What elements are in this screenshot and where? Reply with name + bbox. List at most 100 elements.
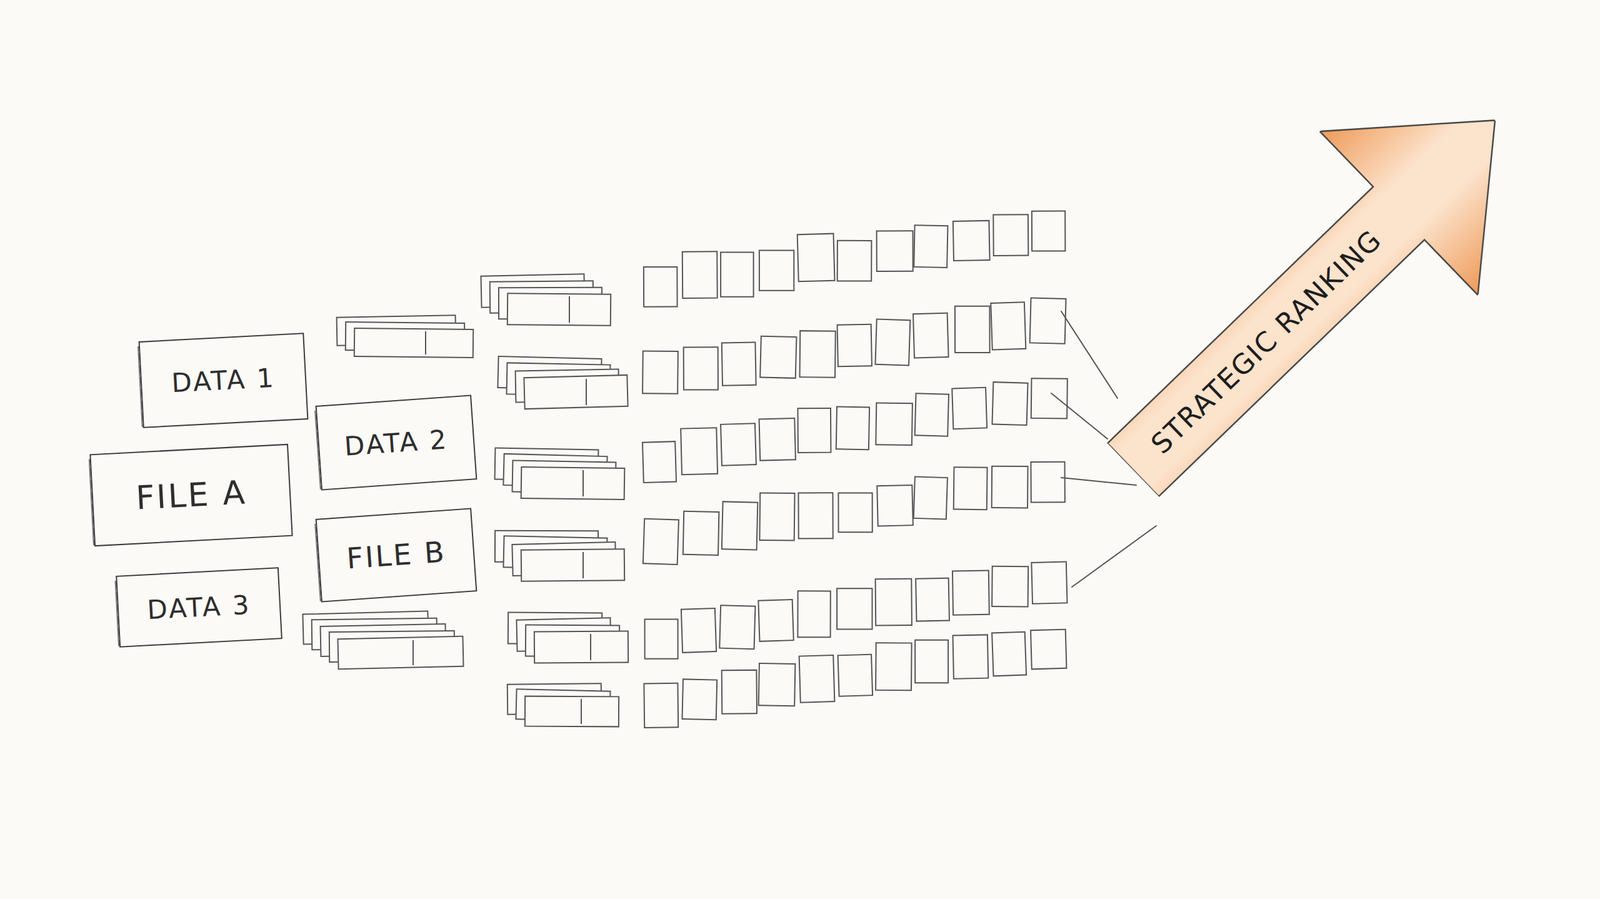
file-card bbox=[354, 328, 474, 358]
box-label: FILE B bbox=[345, 535, 447, 576]
data-square bbox=[838, 654, 874, 697]
box-label: DATA 3 bbox=[146, 589, 252, 626]
arrow-outline bbox=[1054, 38, 1575, 552]
data-square bbox=[913, 225, 948, 268]
data-square bbox=[681, 608, 717, 653]
data-square bbox=[642, 441, 677, 483]
data-square bbox=[991, 566, 1029, 607]
data-square bbox=[953, 466, 988, 510]
card-stack bbox=[336, 315, 474, 358]
card-stack bbox=[495, 448, 625, 500]
data-square bbox=[951, 387, 987, 429]
card-divider bbox=[582, 470, 584, 497]
data-square bbox=[760, 336, 797, 379]
card-divider bbox=[590, 633, 592, 660]
data-square bbox=[683, 346, 719, 390]
data-square bbox=[759, 250, 794, 290]
data-square bbox=[1030, 298, 1067, 344]
data-square bbox=[797, 590, 830, 637]
data-square bbox=[875, 402, 913, 445]
data-square bbox=[719, 605, 755, 649]
data-square bbox=[875, 642, 912, 690]
data-square bbox=[836, 588, 872, 629]
data-square bbox=[798, 492, 833, 539]
data-square bbox=[643, 518, 679, 565]
data-square bbox=[876, 485, 914, 526]
data-square bbox=[953, 634, 989, 679]
data-square bbox=[1031, 211, 1066, 252]
data-square bbox=[799, 655, 835, 703]
file-card bbox=[525, 696, 619, 727]
data-square bbox=[875, 318, 910, 365]
card-stack bbox=[497, 356, 628, 409]
data-square bbox=[991, 631, 1027, 677]
data-square bbox=[993, 214, 1029, 256]
data-square bbox=[721, 342, 757, 386]
data-square bbox=[836, 406, 870, 450]
data-square bbox=[645, 618, 679, 659]
file-card bbox=[521, 548, 625, 582]
data-square bbox=[721, 670, 757, 714]
card-divider bbox=[425, 331, 427, 355]
data-square bbox=[875, 578, 912, 626]
data-square bbox=[837, 324, 872, 367]
data-square bbox=[1031, 378, 1068, 419]
data-box: DATA 1 bbox=[138, 332, 309, 429]
file-card bbox=[507, 293, 611, 325]
data-square bbox=[800, 330, 836, 378]
card-stacks bbox=[302, 273, 629, 727]
card-divider bbox=[412, 640, 414, 665]
card-stack bbox=[508, 612, 629, 664]
data-square bbox=[876, 230, 914, 272]
data-square bbox=[720, 252, 754, 297]
leader-line bbox=[1071, 525, 1157, 587]
arrow-label: STRATEGIC RANKING bbox=[1144, 223, 1388, 460]
leader-line bbox=[1061, 477, 1137, 485]
card-stack bbox=[495, 530, 625, 582]
data-square bbox=[721, 501, 759, 550]
file-card bbox=[521, 466, 625, 500]
data-square bbox=[838, 492, 872, 532]
data-square bbox=[955, 306, 990, 353]
data-box: DATA 3 bbox=[115, 566, 283, 648]
data-square bbox=[759, 418, 796, 461]
data-box: FILE B bbox=[315, 507, 478, 602]
card-stack bbox=[507, 683, 619, 727]
box-label: FILE A bbox=[135, 473, 248, 517]
leader-line bbox=[1061, 311, 1118, 399]
data-box: FILE A bbox=[89, 443, 293, 547]
leader-line bbox=[1051, 393, 1108, 439]
data-square bbox=[681, 678, 717, 720]
data-square bbox=[758, 663, 796, 706]
data-square bbox=[990, 301, 1026, 350]
data-square bbox=[720, 423, 757, 466]
card-stack bbox=[302, 610, 464, 669]
file-card bbox=[523, 375, 628, 409]
card-divider bbox=[568, 296, 570, 323]
card-divider bbox=[582, 551, 584, 579]
box-label: DATA 2 bbox=[343, 423, 449, 462]
data-square bbox=[643, 683, 679, 728]
file-card bbox=[337, 636, 464, 670]
data-square bbox=[915, 640, 949, 684]
data-square bbox=[991, 381, 1028, 425]
card-divider bbox=[580, 698, 582, 724]
data-square bbox=[953, 220, 990, 261]
data-rows bbox=[642, 211, 1068, 728]
data-square bbox=[1030, 461, 1065, 503]
data-square bbox=[1030, 629, 1067, 670]
data-square bbox=[952, 570, 990, 615]
data-square bbox=[913, 476, 948, 519]
data-square bbox=[797, 233, 835, 282]
data-square bbox=[682, 251, 718, 299]
data-square bbox=[913, 313, 949, 359]
data-square bbox=[758, 599, 794, 642]
card-stack bbox=[480, 273, 611, 326]
data-square bbox=[797, 408, 831, 453]
data-square bbox=[642, 350, 679, 394]
data-square bbox=[837, 240, 872, 282]
data-square bbox=[915, 578, 950, 622]
data-square bbox=[991, 466, 1029, 509]
data-box: DATA 2 bbox=[315, 394, 478, 490]
data-square bbox=[759, 492, 795, 540]
